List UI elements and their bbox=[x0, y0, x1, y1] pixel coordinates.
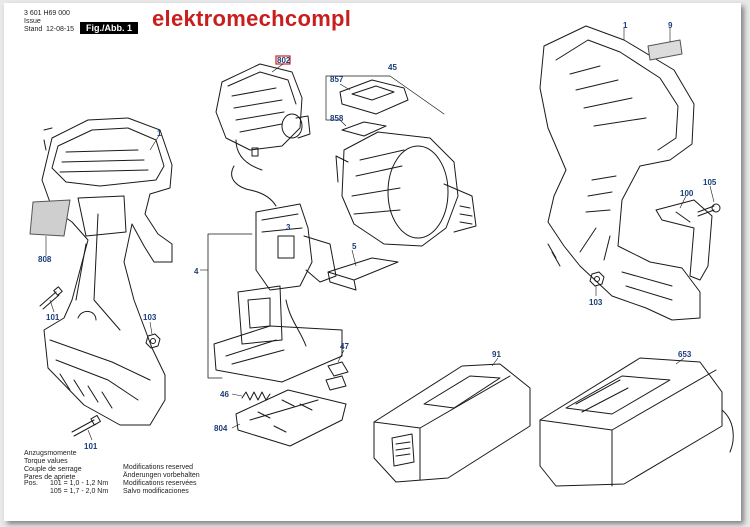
torque-row-105: 105 = 1,7 - 2,0 Nm bbox=[24, 488, 108, 496]
stand-value: 12-08-15 bbox=[45, 26, 74, 33]
callout-5: 5 bbox=[352, 242, 357, 251]
motor-wires-drawing bbox=[231, 165, 277, 207]
torque-value-105: = 1,7 - 2,0 Nm bbox=[63, 488, 109, 495]
bracket-4 bbox=[207, 233, 253, 379]
switch-drawing bbox=[255, 203, 337, 291]
modification-line-es: Salvo modificaciones bbox=[123, 488, 189, 495]
callout-1-left: 1 bbox=[157, 129, 162, 138]
callout-802: 802 bbox=[277, 56, 291, 65]
callout-653: 653 bbox=[678, 350, 692, 359]
callout-45: 45 bbox=[388, 63, 397, 72]
spring-46-drawing bbox=[241, 391, 271, 401]
watermark-text: elektromechcompl bbox=[152, 6, 352, 31]
callout-100: 100 bbox=[680, 189, 694, 198]
screw-101-drawings bbox=[39, 286, 101, 437]
wire-connector-drawing bbox=[251, 147, 259, 157]
modification-line-en: Modifications reserved bbox=[123, 464, 194, 471]
label-9-drawing bbox=[647, 39, 683, 61]
leader-45 bbox=[325, 75, 445, 121]
figure-label: Fig./Abb. 1 bbox=[80, 22, 138, 34]
torque-value-101: = 1,0 - 1,2 Nm bbox=[63, 480, 109, 487]
part-857-drawing bbox=[339, 79, 409, 115]
torque-row-101: Pos. 101 = 1,0 - 1,2 Nm bbox=[24, 480, 108, 488]
callout-857: 857 bbox=[330, 75, 344, 84]
torque-part-105: 105 bbox=[50, 488, 62, 495]
modification-line-de: Änderungen vorbehalten bbox=[123, 472, 200, 479]
stand-row: Stand 12-08-15 bbox=[24, 26, 74, 34]
right-housing-drawing bbox=[539, 25, 701, 321]
battery-drawing bbox=[373, 363, 531, 483]
stand-label: Stand bbox=[24, 26, 43, 33]
torque-part-101: 101 bbox=[50, 480, 62, 487]
callout-103-left: 103 bbox=[143, 313, 157, 322]
modification-notes: Modifications reserved Änderungen vorbeh… bbox=[123, 464, 200, 496]
diagram-sheet bbox=[4, 3, 741, 521]
callout-858: 858 bbox=[330, 114, 344, 123]
motor-drawing bbox=[215, 63, 311, 171]
gearbox-drawing bbox=[335, 131, 477, 247]
callout-1-right: 1 bbox=[623, 21, 628, 30]
issue-row: Issue bbox=[24, 18, 74, 26]
callout-101-upper: 101 bbox=[46, 313, 60, 322]
contact-plate-drawing bbox=[235, 389, 347, 447]
doc-number: 3 601 H69 000 bbox=[24, 10, 70, 17]
callout-46: 46 bbox=[220, 390, 229, 399]
torque-line-en: Torque values bbox=[24, 458, 68, 465]
torque-notes: Anzugsmomente Torque values Couple de se… bbox=[24, 450, 82, 482]
electronics-module-drawing bbox=[213, 285, 343, 383]
document-header: 3 601 H69 000 Issue Stand 12-08-15 bbox=[24, 10, 74, 34]
callout-9: 9 bbox=[668, 21, 673, 30]
callout-4: 4 bbox=[194, 267, 199, 276]
callout-101-lower: 101 bbox=[84, 442, 98, 451]
label-808-drawing bbox=[29, 199, 71, 237]
torque-pos-label: Pos. bbox=[24, 480, 39, 487]
torque-line-de: Anzugsmomente bbox=[24, 450, 77, 457]
callout-91: 91 bbox=[492, 350, 501, 359]
callout-804: 804 bbox=[214, 424, 228, 433]
callout-leaders bbox=[45, 28, 715, 441]
screw-105-drawing bbox=[697, 203, 721, 217]
callout-3: 3 bbox=[286, 223, 291, 232]
charger-drawing bbox=[539, 357, 734, 487]
issue-label: Issue bbox=[24, 18, 41, 25]
left-housing-drawing bbox=[41, 117, 173, 426]
nut-103-left-drawing bbox=[145, 333, 161, 349]
callout-103-right: 103 bbox=[589, 298, 603, 307]
torque-line-es: Pares de apriete bbox=[24, 474, 76, 481]
nut-103-right-drawing bbox=[589, 271, 605, 287]
part-858-drawing bbox=[341, 121, 387, 137]
torque-line-fr: Couple de serrage bbox=[24, 466, 82, 473]
part-47-drawing bbox=[325, 361, 349, 391]
part-5-drawing bbox=[327, 257, 399, 291]
torque-values: Pos. 101 = 1,0 - 1,2 Nm 105 = 1,7 - 2,0 N… bbox=[24, 480, 108, 496]
callout-808: 808 bbox=[38, 255, 52, 264]
callout-105: 105 bbox=[703, 178, 717, 187]
callout-47: 47 bbox=[340, 342, 349, 351]
part-100-drawing bbox=[655, 199, 713, 281]
modification-line-fr: Modifications reservées bbox=[123, 480, 197, 487]
